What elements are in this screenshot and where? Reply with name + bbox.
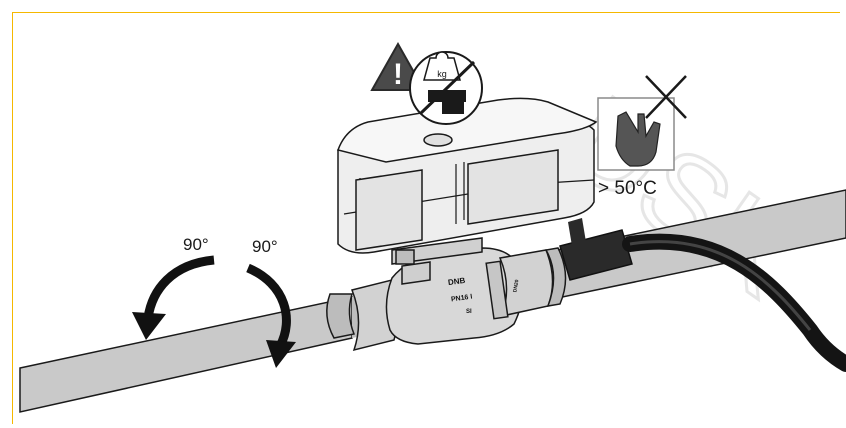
valve-size-marking: SI [466, 309, 472, 315]
warning-symbol: ! [393, 58, 403, 91]
cable [559, 218, 846, 372]
no-weight-icon: kg [409, 51, 483, 125]
valve-body [326, 247, 567, 352]
temperature-warning-label: > 50°C [598, 178, 657, 199]
prohibited-x-icon [645, 75, 687, 119]
rotate-left-arrow-icon [132, 255, 215, 340]
rotation-label-left: 90° [183, 235, 209, 254]
rotate-down-arrow-icon [246, 263, 296, 368]
rotation-label-right: 90° [252, 237, 278, 256]
actuator [337, 97, 598, 265]
hot-surface-hand-icon [597, 97, 675, 171]
weight-symbol: kg [437, 69, 447, 79]
frame-border [12, 12, 840, 424]
